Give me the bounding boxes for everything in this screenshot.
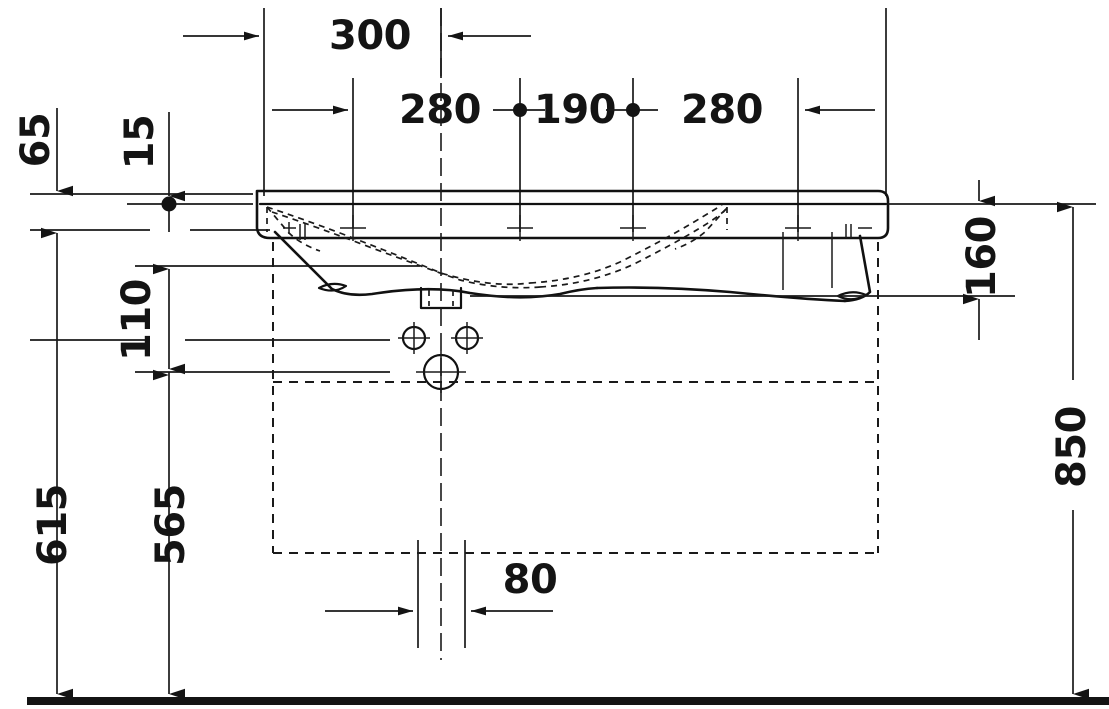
mount-mark-4 <box>785 215 811 241</box>
bowl-hidden-edge-right-a <box>674 207 728 250</box>
dim-label-110: 110 <box>114 279 160 361</box>
floor-line <box>27 697 1109 705</box>
bowl-slot-right <box>836 291 868 301</box>
bowl-hidden-curve-left2 <box>271 211 541 289</box>
dim-label-300: 300 <box>329 13 411 59</box>
tap-hole-left <box>398 322 430 354</box>
dim-label-190: 190 <box>534 87 616 133</box>
bowl-hidden-curve-left <box>266 206 531 286</box>
dim-dot-190-right <box>626 103 640 117</box>
dim-label-280-left: 280 <box>399 87 481 133</box>
dim-label-15: 15 <box>117 115 163 170</box>
dim-label-280-right: 280 <box>681 87 763 133</box>
bowl-hidden-curve-right <box>539 207 728 288</box>
mount-mark-3 <box>620 215 646 241</box>
mounting-marks-group <box>283 215 872 241</box>
tap-hole-right <box>451 322 483 354</box>
dim-dot-190-left <box>513 103 527 117</box>
right-dimension-group: 160 850 <box>470 180 1096 700</box>
cabinet-outline-group <box>272 242 879 554</box>
bowl-slot-left <box>317 282 348 292</box>
bowl-hidden-edge-left-a <box>266 206 321 252</box>
basin-bowl-right-profile <box>843 234 872 303</box>
top-dimension-group: 300 280 190 280 <box>183 8 887 232</box>
mount-mark-edge-right <box>845 224 872 238</box>
dim-label-80: 80 <box>503 557 558 603</box>
dim-label-615: 615 <box>30 484 76 566</box>
bottom-dimension-group: 80 <box>325 540 558 648</box>
dim-label-850: 850 <box>1049 406 1095 488</box>
basin-bowl-center-profile <box>595 286 847 303</box>
dim-label-160: 160 <box>959 216 1005 298</box>
washbasin-body-group <box>255 189 890 393</box>
mount-mark-1 <box>340 215 366 241</box>
dim-label-65: 65 <box>13 113 59 168</box>
dim-dot-15 <box>161 196 177 212</box>
mount-mark-edge-left <box>283 222 306 240</box>
basin-bowl-left-profile <box>273 230 599 299</box>
left-dimension-group: 65 15 110 615 565 <box>13 108 420 700</box>
mount-mark-2 <box>507 215 533 241</box>
dim-label-565: 565 <box>148 484 194 566</box>
basin-rim-outline <box>255 189 890 240</box>
bowl-hidden-curve-right2 <box>529 204 723 284</box>
